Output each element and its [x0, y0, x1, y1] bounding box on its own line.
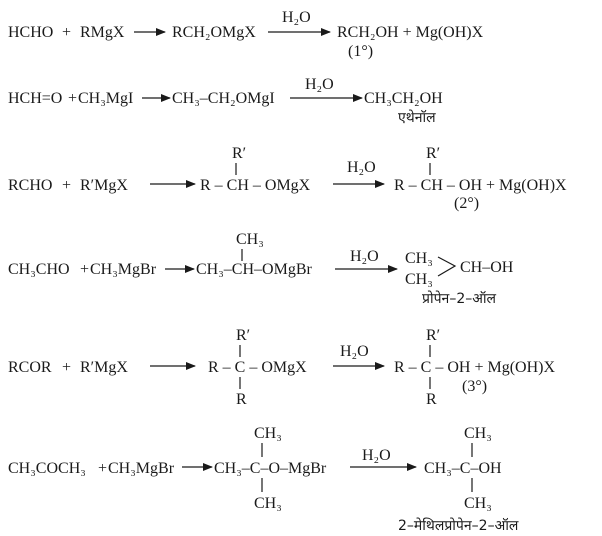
intermediate: RCH₂OMgX	[172, 24, 256, 41]
intermediate: CH₃–CH₂OMgI	[172, 90, 275, 107]
substituent-top: CH₃	[254, 425, 282, 442]
substituent-top: R′	[426, 327, 440, 344]
reaction-4: CH₃CHO + CH₃MgBr CH₃ CH₃–CH–OMgBr H₂O CH…	[8, 231, 514, 307]
reaction-2: HCH=O + CH₃MgI CH₃–CH₂OMgI H₂O CH₃CH₂OH …	[8, 76, 443, 126]
reactant-ch3mgbr: CH₃MgBr	[108, 460, 175, 477]
reactant-ch3mgi: CH₃MgI	[78, 90, 133, 107]
product-chain: CH–OH	[460, 259, 514, 276]
reaction-1: HCHO + RMgX RCH₂OMgX H₂O RCH₂OH + Mg(OH)…	[8, 9, 484, 60]
reactant-rcho: RCHO	[8, 177, 52, 194]
product-chain: R – C – OH + Mg(OH)X	[394, 359, 555, 376]
alcohol-class: (3°)	[462, 378, 487, 395]
reaction-3: RCHO + R′MgX R′ R – CH – OMgX H₂O R′ R –…	[8, 145, 567, 212]
alcohol-class: (1°)	[348, 43, 373, 60]
reactant-rprime-mgx: R′MgX	[80, 177, 128, 194]
product-chain: R – CH – OH + Mg(OH)X	[394, 177, 567, 194]
reactant-rcor: RCOR	[8, 359, 52, 376]
substituent-top: R′	[426, 145, 440, 162]
plus-sign: +	[98, 460, 107, 477]
reactant-formaldehyde: HCH=O	[8, 90, 62, 107]
plus-sign: +	[62, 177, 71, 194]
substituent-bottom: CH₃	[254, 495, 282, 512]
product-name: प्रोपेन–2–ऑल	[422, 290, 497, 307]
reactant-acetone: CH₃COCH₃	[8, 460, 86, 477]
substituent-top: R′	[236, 327, 250, 344]
product: RCH₂OH + Mg(OH)X	[337, 24, 484, 41]
plus-sign: +	[62, 359, 71, 376]
substituent-bottom: R	[426, 391, 437, 408]
plus-sign: +	[68, 90, 77, 107]
reactant-rprime-mgx: R′MgX	[80, 359, 128, 376]
intermediate-chain: R – C – OMgX	[208, 359, 307, 376]
reaction-5: RCOR + R′MgX R′ R – C – OMgX R H₂O R′ R …	[8, 327, 555, 408]
intermediate-chain: R – CH – OMgX	[200, 177, 311, 194]
intermediate-chain: CH₃–C–O–MgBr	[214, 460, 327, 477]
substituent-bottom: R	[236, 391, 247, 408]
reaction-6: CH₃COCH₃ + CH₃MgBr CH₃ CH₃–C–O–MgBr CH₃ …	[8, 425, 519, 534]
product: CH₃CH₂OH	[364, 90, 443, 107]
intermediate-chain: CH₃–CH–OMgBr	[196, 261, 312, 278]
reagent-water: H₂O	[350, 248, 379, 265]
substituent-bottom: CH₃	[464, 495, 492, 512]
reagent-water: H₂O	[340, 343, 369, 360]
plus-sign: +	[80, 261, 89, 278]
methyl-bottom: CH₃	[405, 271, 433, 288]
product-name: एथेनॉल	[398, 109, 436, 126]
substituent-top: CH₃	[464, 425, 492, 442]
plus-sign: +	[62, 24, 71, 41]
substituent-top: CH₃	[236, 231, 264, 248]
reagent-water: H₂O	[362, 447, 391, 464]
product-chain: CH₃–C–OH	[424, 460, 502, 477]
reagent-water: H₂O	[282, 9, 311, 26]
branch-bonds	[437, 256, 457, 277]
reactant-acetaldehyde: CH₃CHO	[8, 261, 70, 278]
reagent-water: H₂O	[305, 76, 334, 93]
reactant-hcho: HCHO	[8, 24, 53, 41]
methyl-top: CH₃	[405, 250, 433, 267]
reagent-water: H₂O	[347, 159, 376, 176]
reactant-rmgx: RMgX	[80, 24, 125, 41]
substituent-top: R′	[232, 145, 246, 162]
reactant-ch3mgbr: CH₃MgBr	[90, 261, 157, 278]
product-name: 2–मेथिलप्रोपेन–2–ऑल	[398, 517, 519, 534]
alcohol-class: (2°)	[454, 195, 479, 212]
